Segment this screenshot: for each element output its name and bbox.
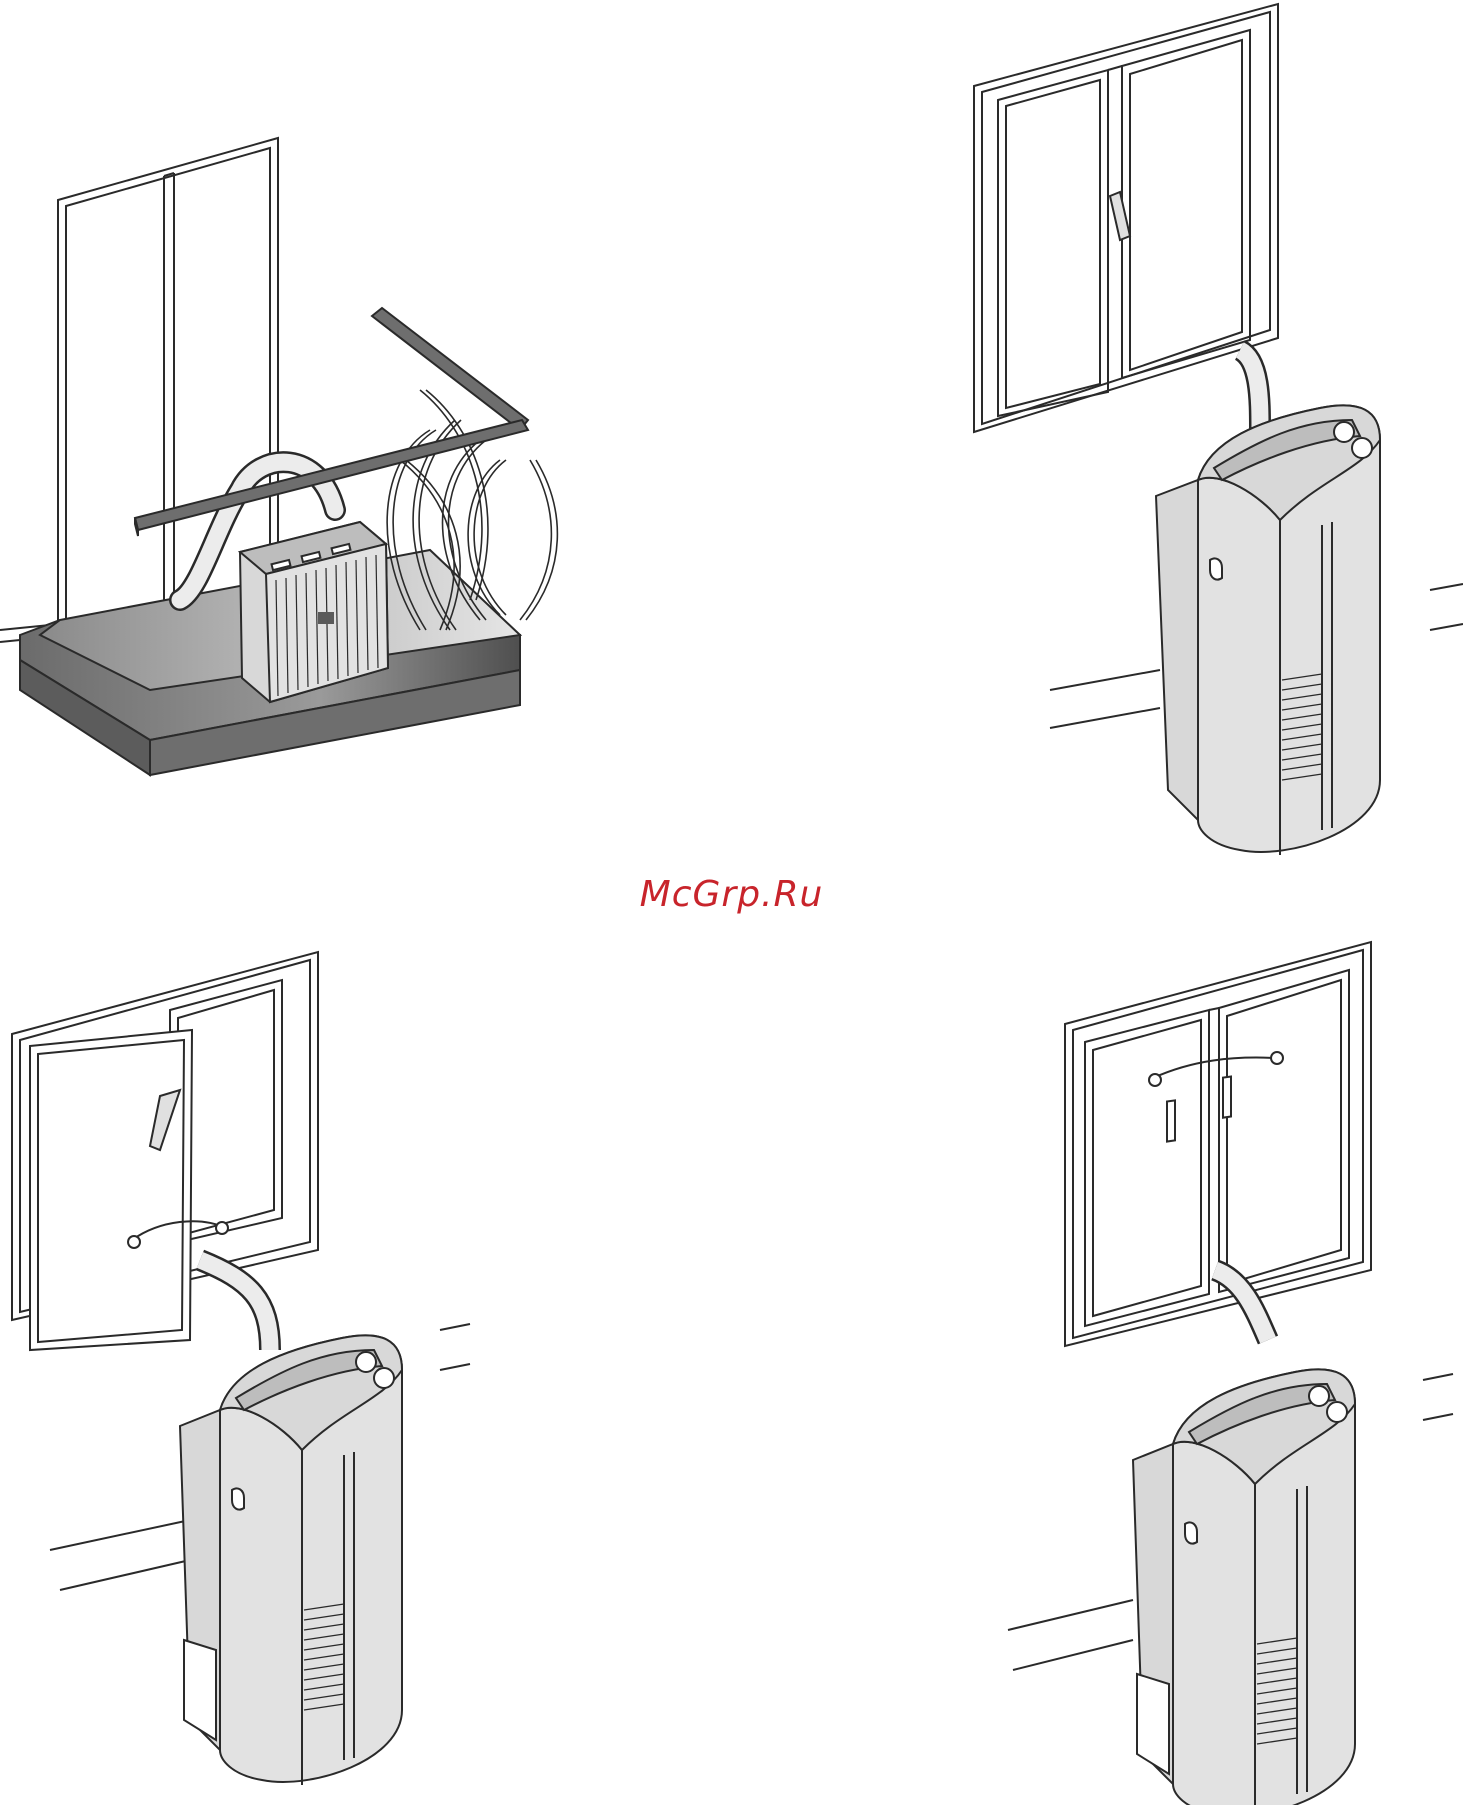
outdoor-unit — [240, 522, 388, 702]
figure-double-casement-installation — [993, 940, 1463, 1805]
casement-window — [12, 952, 318, 1350]
portable-ac-unit — [180, 1335, 402, 1785]
portable-ac-unit — [1133, 1369, 1355, 1805]
figure-balcony-installation — [0, 130, 580, 790]
double-casement-window — [1065, 942, 1371, 1346]
portable-ac-unit — [1156, 405, 1380, 855]
figure-sash-window-installation — [960, 0, 1463, 870]
figure-open-casement-installation — [0, 950, 470, 1805]
watermark-text: McGrp.Ru — [0, 874, 1463, 915]
sash-window — [974, 4, 1278, 432]
